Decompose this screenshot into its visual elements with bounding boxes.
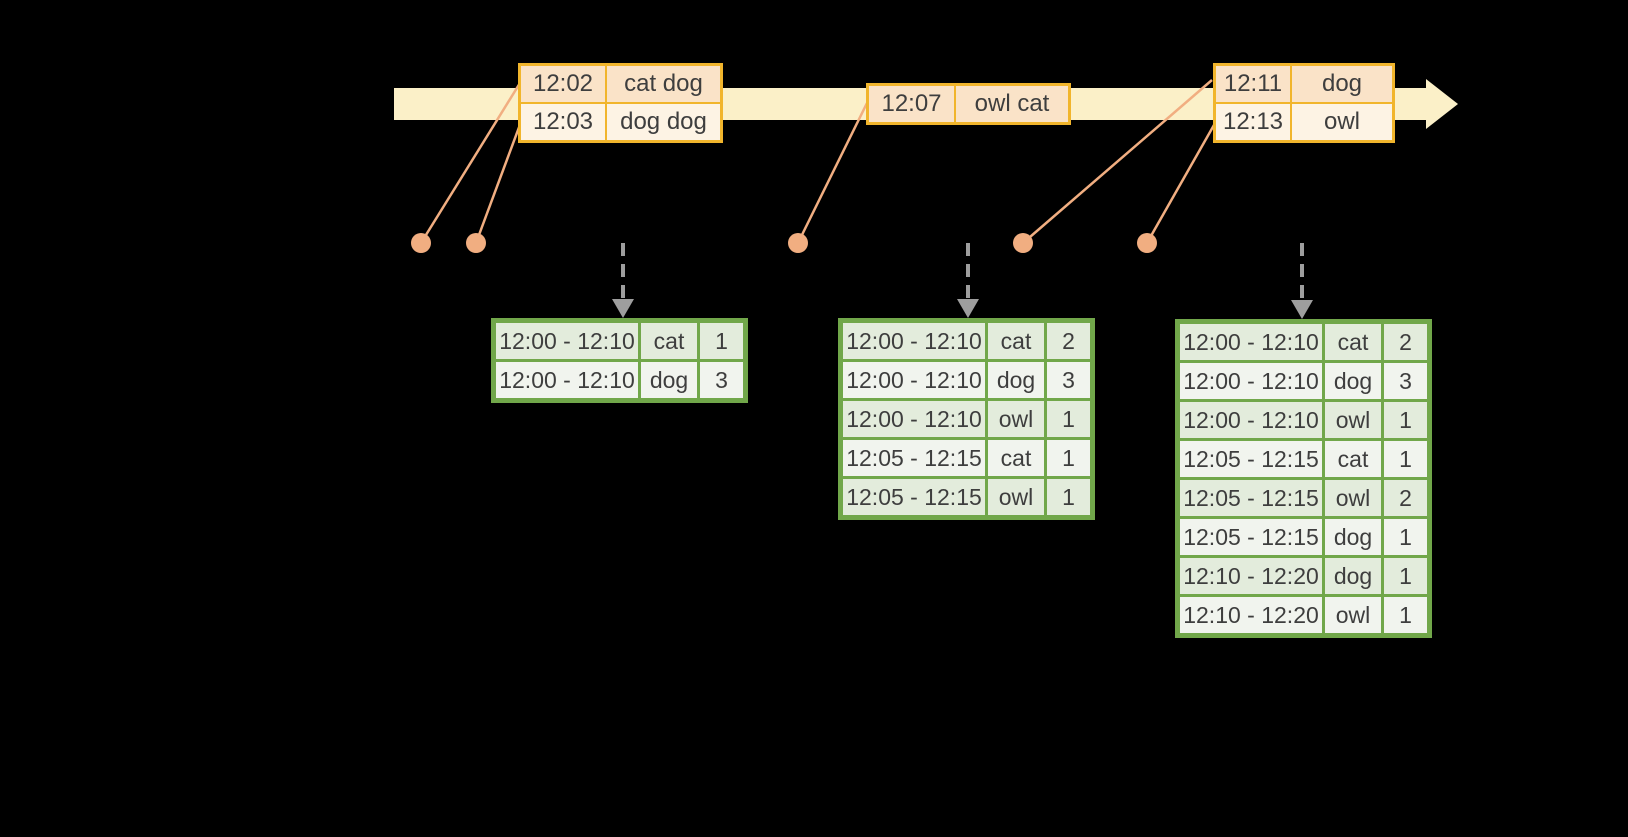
table-cell: 12:00 - 12:10: [843, 401, 985, 437]
table-cell: 12:03: [521, 104, 605, 140]
table-cell: dog: [1325, 519, 1381, 555]
table-cell: dog: [988, 362, 1044, 398]
table-cell: 12:05 - 12:15: [1180, 480, 1322, 516]
table-cell: 3: [1384, 363, 1427, 399]
trigger-arrowhead-icon: [1291, 300, 1313, 319]
table-cell: 12:10 - 12:20: [1180, 597, 1322, 633]
table-cell: 12:11: [1216, 66, 1290, 102]
event-connector-line: [474, 121, 523, 244]
table-cell: 12:10 - 12:20: [1180, 558, 1322, 594]
table-cell: dog: [1325, 558, 1381, 594]
table-cell: dog: [641, 362, 697, 398]
table-cell: 1: [1384, 597, 1427, 633]
table-cell: owl: [988, 479, 1044, 515]
table-cell: 12:07: [869, 86, 954, 122]
table-cell: 2: [1384, 480, 1427, 516]
table-cell: 1: [1047, 401, 1090, 437]
event-dot: [1137, 233, 1157, 253]
table-cell: cat: [1325, 324, 1381, 360]
event-dot: [466, 233, 486, 253]
table-cell: 2: [1047, 323, 1090, 359]
table-cell: cat: [641, 323, 697, 359]
table-cell: 1: [1384, 519, 1427, 555]
table-cell: dog dog: [607, 104, 720, 140]
table-cell: 3: [700, 362, 743, 398]
event-connector-line: [796, 102, 869, 244]
table-cell: 3: [1047, 362, 1090, 398]
table-cell: 12:05 - 12:15: [1180, 441, 1322, 477]
table-cell: 12:00 - 12:10: [1180, 363, 1322, 399]
table-cell: cat: [1325, 441, 1381, 477]
table-cell: 12:00 - 12:10: [496, 362, 638, 398]
event-connector-line: [1022, 79, 1213, 244]
table-cell: owl cat: [956, 86, 1068, 122]
table-cell: cat: [988, 440, 1044, 476]
table-cell: cat: [988, 323, 1044, 359]
table-cell: 1: [1047, 440, 1090, 476]
event-connector-line: [419, 82, 522, 244]
table-cell: owl: [1325, 597, 1381, 633]
table-cell: 1: [1047, 479, 1090, 515]
table-cell: 12:05 - 12:15: [1180, 519, 1322, 555]
event-dot: [411, 233, 431, 253]
table-cell: 12:02: [521, 66, 605, 102]
timeline-arrowhead-icon: [1426, 79, 1458, 129]
table-cell: 12:05 - 12:15: [843, 440, 985, 476]
table-cell: cat dog: [607, 66, 720, 102]
table-cell: owl: [1292, 104, 1392, 140]
event-dot: [788, 233, 808, 253]
table-cell: owl: [1325, 402, 1381, 438]
table-cell: 1: [1384, 558, 1427, 594]
trigger-arrowhead-icon: [957, 299, 979, 318]
table-cell: 12:13: [1216, 104, 1290, 140]
table-cell: owl: [1325, 480, 1381, 516]
table-cell: 12:05 - 12:15: [843, 479, 985, 515]
table-cell: dog: [1325, 363, 1381, 399]
table-cell: dog: [1292, 66, 1392, 102]
table-cell: 1: [1384, 402, 1427, 438]
trigger-arrowhead-icon: [612, 299, 634, 318]
table-cell: 12:00 - 12:10: [843, 362, 985, 398]
table-cell: owl: [988, 401, 1044, 437]
table-cell: 1: [1384, 441, 1427, 477]
table-cell: 12:00 - 12:10: [1180, 324, 1322, 360]
event-dot: [1013, 233, 1033, 253]
table-cell: 12:00 - 12:10: [843, 323, 985, 359]
table-cell: 2: [1384, 324, 1427, 360]
table-cell: 12:00 - 12:10: [1180, 402, 1322, 438]
table-cell: 12:00 - 12:10: [496, 323, 638, 359]
table-cell: 1: [700, 323, 743, 359]
event-connector-line: [1145, 124, 1216, 244]
